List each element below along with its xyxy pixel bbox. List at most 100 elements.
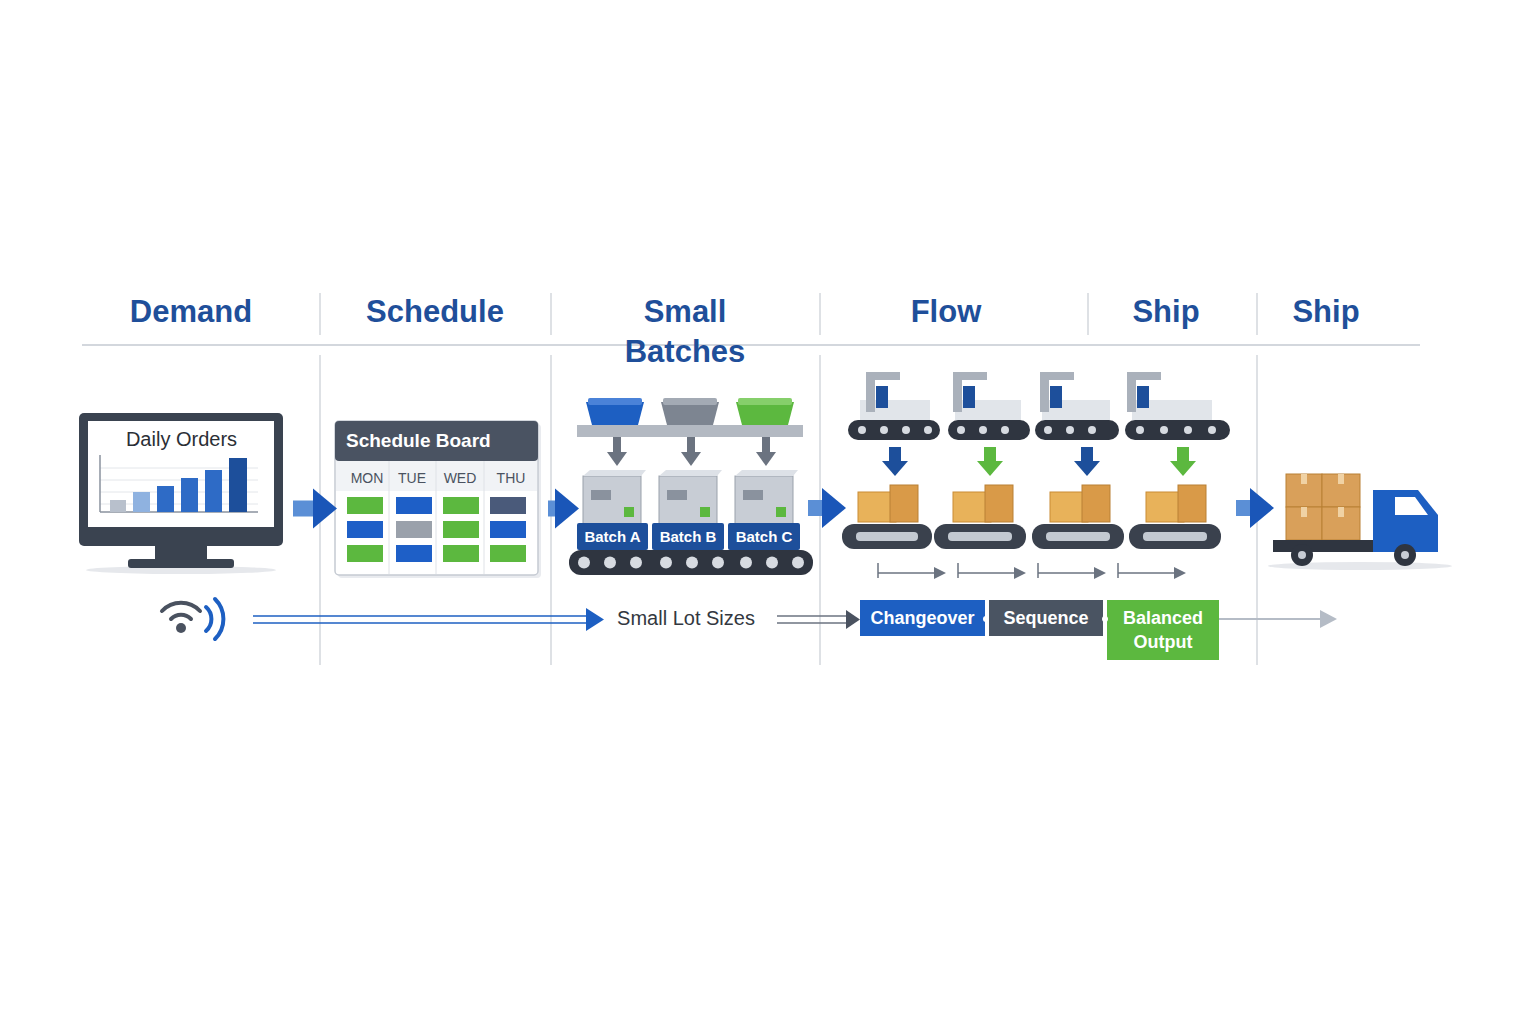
machine-top: [583, 470, 646, 476]
board-frame: [335, 421, 538, 575]
step-chip: Balanced Output: [1107, 600, 1219, 660]
chart-bar: [110, 500, 126, 512]
truck-window: [1395, 497, 1428, 515]
schedule-cell: [443, 521, 479, 538]
schedule-cell: [490, 545, 526, 562]
down-arrow: [984, 447, 996, 461]
roller: [924, 426, 932, 434]
schedule-cell: [443, 497, 479, 514]
flow-arrow: [293, 489, 337, 529]
wheel-hub: [1298, 551, 1306, 559]
roller: [660, 557, 672, 569]
flow-note: Small Lot Sizes: [600, 605, 772, 631]
small-arrow: [1118, 572, 1178, 574]
machine: [735, 476, 793, 524]
flow-arrow: [548, 489, 579, 529]
batch-station: Batch C: [728, 473, 800, 550]
machine-panel: [591, 490, 611, 500]
arrow-shaft: [1236, 500, 1250, 516]
machine-top: [735, 470, 798, 476]
robot-arm: [866, 372, 900, 380]
machine: [583, 476, 641, 524]
step-text: Sequence: [989, 600, 1103, 636]
small-arrow: [878, 572, 938, 574]
roller: [1208, 426, 1216, 434]
bin-rim: [738, 398, 792, 405]
conveyor-belt: [1143, 532, 1207, 541]
column-divider: [819, 293, 821, 335]
cargo-box: [1322, 474, 1360, 507]
roller: [979, 426, 987, 434]
roller: [1184, 426, 1192, 434]
screen-title: Daily Orders: [80, 426, 283, 452]
batch-label: Batch C: [728, 523, 800, 550]
conveyor-belt: [856, 532, 918, 541]
down-arrow: [889, 447, 901, 461]
wifi-dot: [176, 623, 186, 633]
cargo-box: [1286, 474, 1322, 507]
machine: [659, 476, 717, 524]
conveyor: [848, 420, 940, 440]
column-divider: [1256, 293, 1258, 335]
arrow-head: [822, 488, 846, 528]
roller: [578, 557, 590, 569]
schedule-cell: [396, 521, 432, 538]
flow-line: [777, 615, 850, 617]
machine-light: [776, 507, 786, 517]
material-bin: [661, 402, 719, 425]
arrow-head: [1174, 567, 1186, 579]
step-chip: Changeover: [860, 600, 985, 636]
conveyor-belt: [948, 532, 1012, 541]
material-bin: [586, 402, 644, 425]
roller: [1136, 426, 1144, 434]
column-divider: [550, 293, 552, 335]
roller: [630, 557, 642, 569]
day-label: MON: [345, 468, 389, 488]
truck-bed: [1273, 540, 1383, 552]
roller: [1088, 426, 1096, 434]
carton: [985, 485, 1013, 522]
arrow-shaft: [808, 500, 822, 516]
chart-bar: [181, 478, 198, 512]
wheel: [1291, 544, 1313, 566]
schedule-cell: [396, 497, 432, 514]
down-arrow: [613, 437, 621, 453]
step-text: Balanced Output: [1107, 606, 1219, 654]
bin-rim: [663, 398, 717, 405]
robot-arm: [953, 372, 987, 380]
machine-light: [700, 507, 710, 517]
cargo-box: [1322, 507, 1360, 540]
schedule-cell: [347, 521, 383, 538]
material-bin: [736, 402, 794, 425]
monitor-base: [128, 559, 234, 568]
schedule-board: Schedule BoardMONTUEWEDTHU: [335, 421, 538, 575]
machine-top: [659, 470, 722, 476]
chart-bar: [157, 486, 174, 512]
column-header: Flow: [886, 292, 1006, 332]
robot-gripper: [1050, 386, 1062, 408]
machine-panel: [667, 490, 687, 500]
roller: [1044, 426, 1052, 434]
roller: [686, 557, 698, 569]
down-arrow: [1074, 461, 1100, 476]
wheel-hub: [1401, 551, 1409, 559]
down-arrow: [762, 437, 770, 453]
column-header: Ship: [1266, 292, 1386, 332]
schedule-cell: [443, 545, 479, 562]
machine-panel: [743, 490, 763, 500]
small-arrow: [958, 572, 1018, 574]
arrow-head: [846, 610, 860, 629]
down-arrow: [977, 461, 1003, 476]
column-header: Ship: [1106, 292, 1226, 332]
arrow-head: [1320, 610, 1337, 628]
flow-line: [777, 622, 850, 624]
step-chip: Sequence: [989, 600, 1103, 636]
arrow-head: [934, 567, 946, 579]
robot-gripper: [963, 386, 975, 408]
roller: [1160, 426, 1168, 434]
truck-cab: [1373, 490, 1438, 552]
machine-light: [624, 507, 634, 517]
arrow-shaft: [548, 501, 555, 517]
conveyor-belt: [1046, 532, 1110, 541]
